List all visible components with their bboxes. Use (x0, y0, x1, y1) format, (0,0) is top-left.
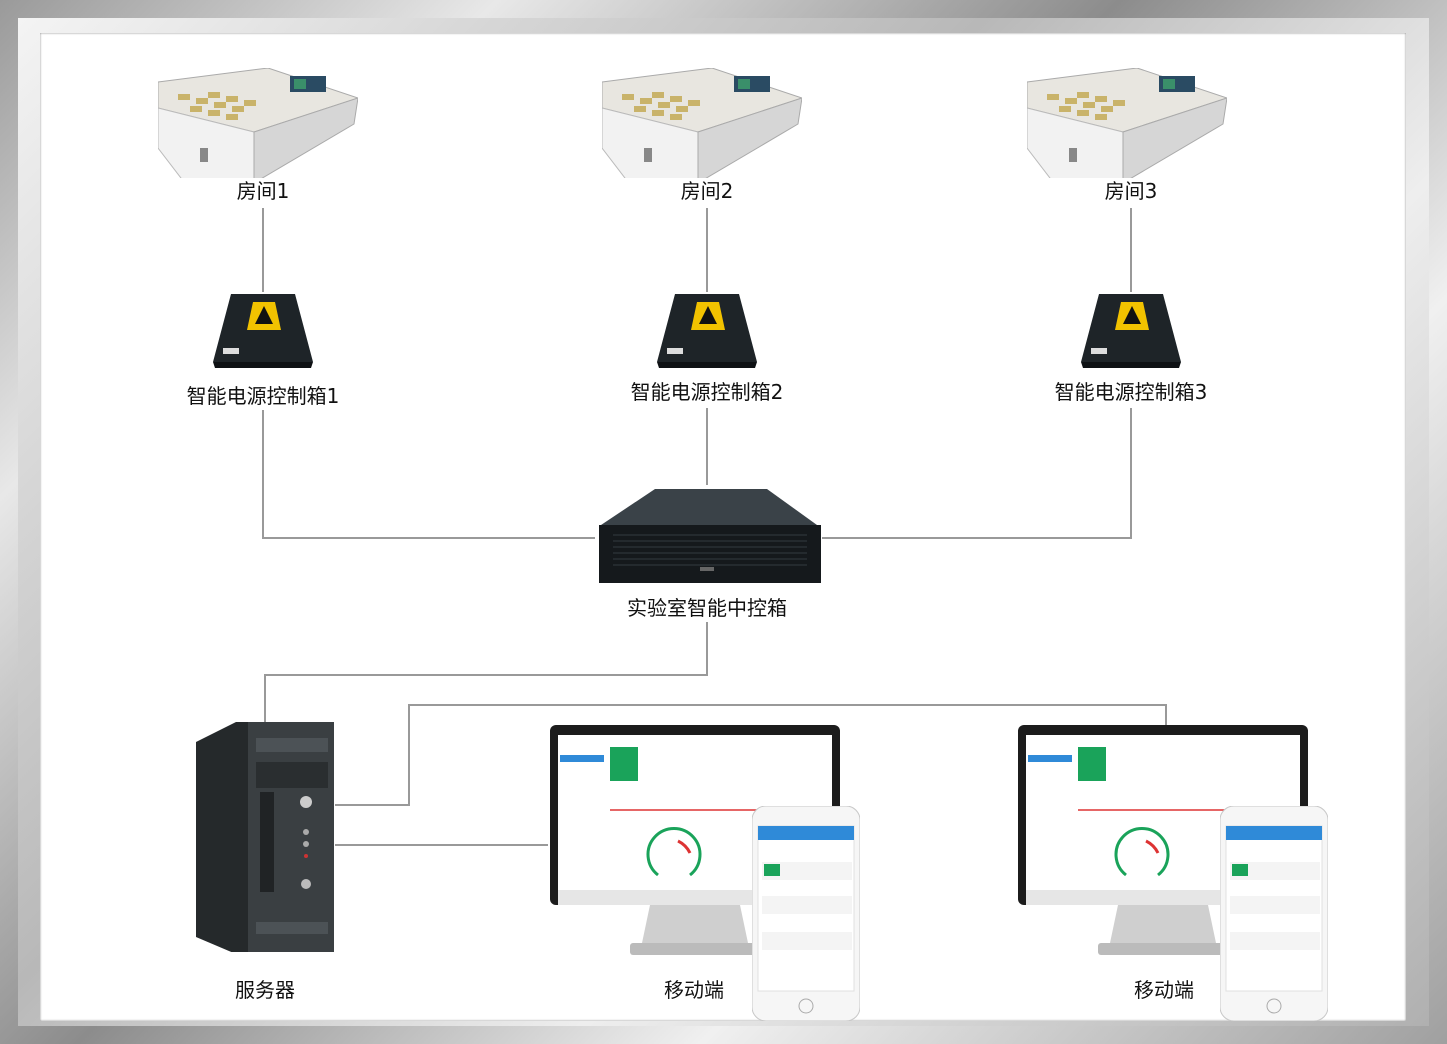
power-box-1-label: 智能电源控制箱1 (186, 384, 340, 408)
link-box1-controller (262, 410, 595, 539)
power-box-3-label: 智能电源控制箱3 (1054, 380, 1208, 404)
room-icon (602, 68, 802, 178)
room-2-label: 房间2 (680, 179, 734, 203)
monitor-and-phone-icon (1018, 725, 1308, 955)
room-3-label: 房间3 (1104, 179, 1158, 203)
power-control-box-icon (1081, 294, 1181, 368)
tower-server-icon (196, 722, 334, 952)
power-control-box-icon (213, 294, 313, 368)
link-server-clients (335, 704, 1167, 806)
client-2-label: 移动端 (1134, 978, 1194, 1002)
rack-server-icon (599, 489, 821, 583)
room-icon (158, 68, 358, 178)
room-icon (1027, 68, 1227, 178)
power-box-2-label: 智能电源控制箱2 (630, 380, 784, 404)
phone-icon (752, 806, 860, 1021)
server-label: 服务器 (235, 978, 295, 1002)
link-controller-server (264, 622, 708, 724)
power-control-box-icon (657, 294, 757, 368)
room-1-label: 房间1 (236, 179, 290, 203)
link-box3-controller (822, 408, 1132, 539)
phone-icon (1220, 806, 1328, 1021)
client-1-label: 移动端 (664, 978, 724, 1002)
controller-label: 实验室智能中控箱 (627, 596, 787, 620)
